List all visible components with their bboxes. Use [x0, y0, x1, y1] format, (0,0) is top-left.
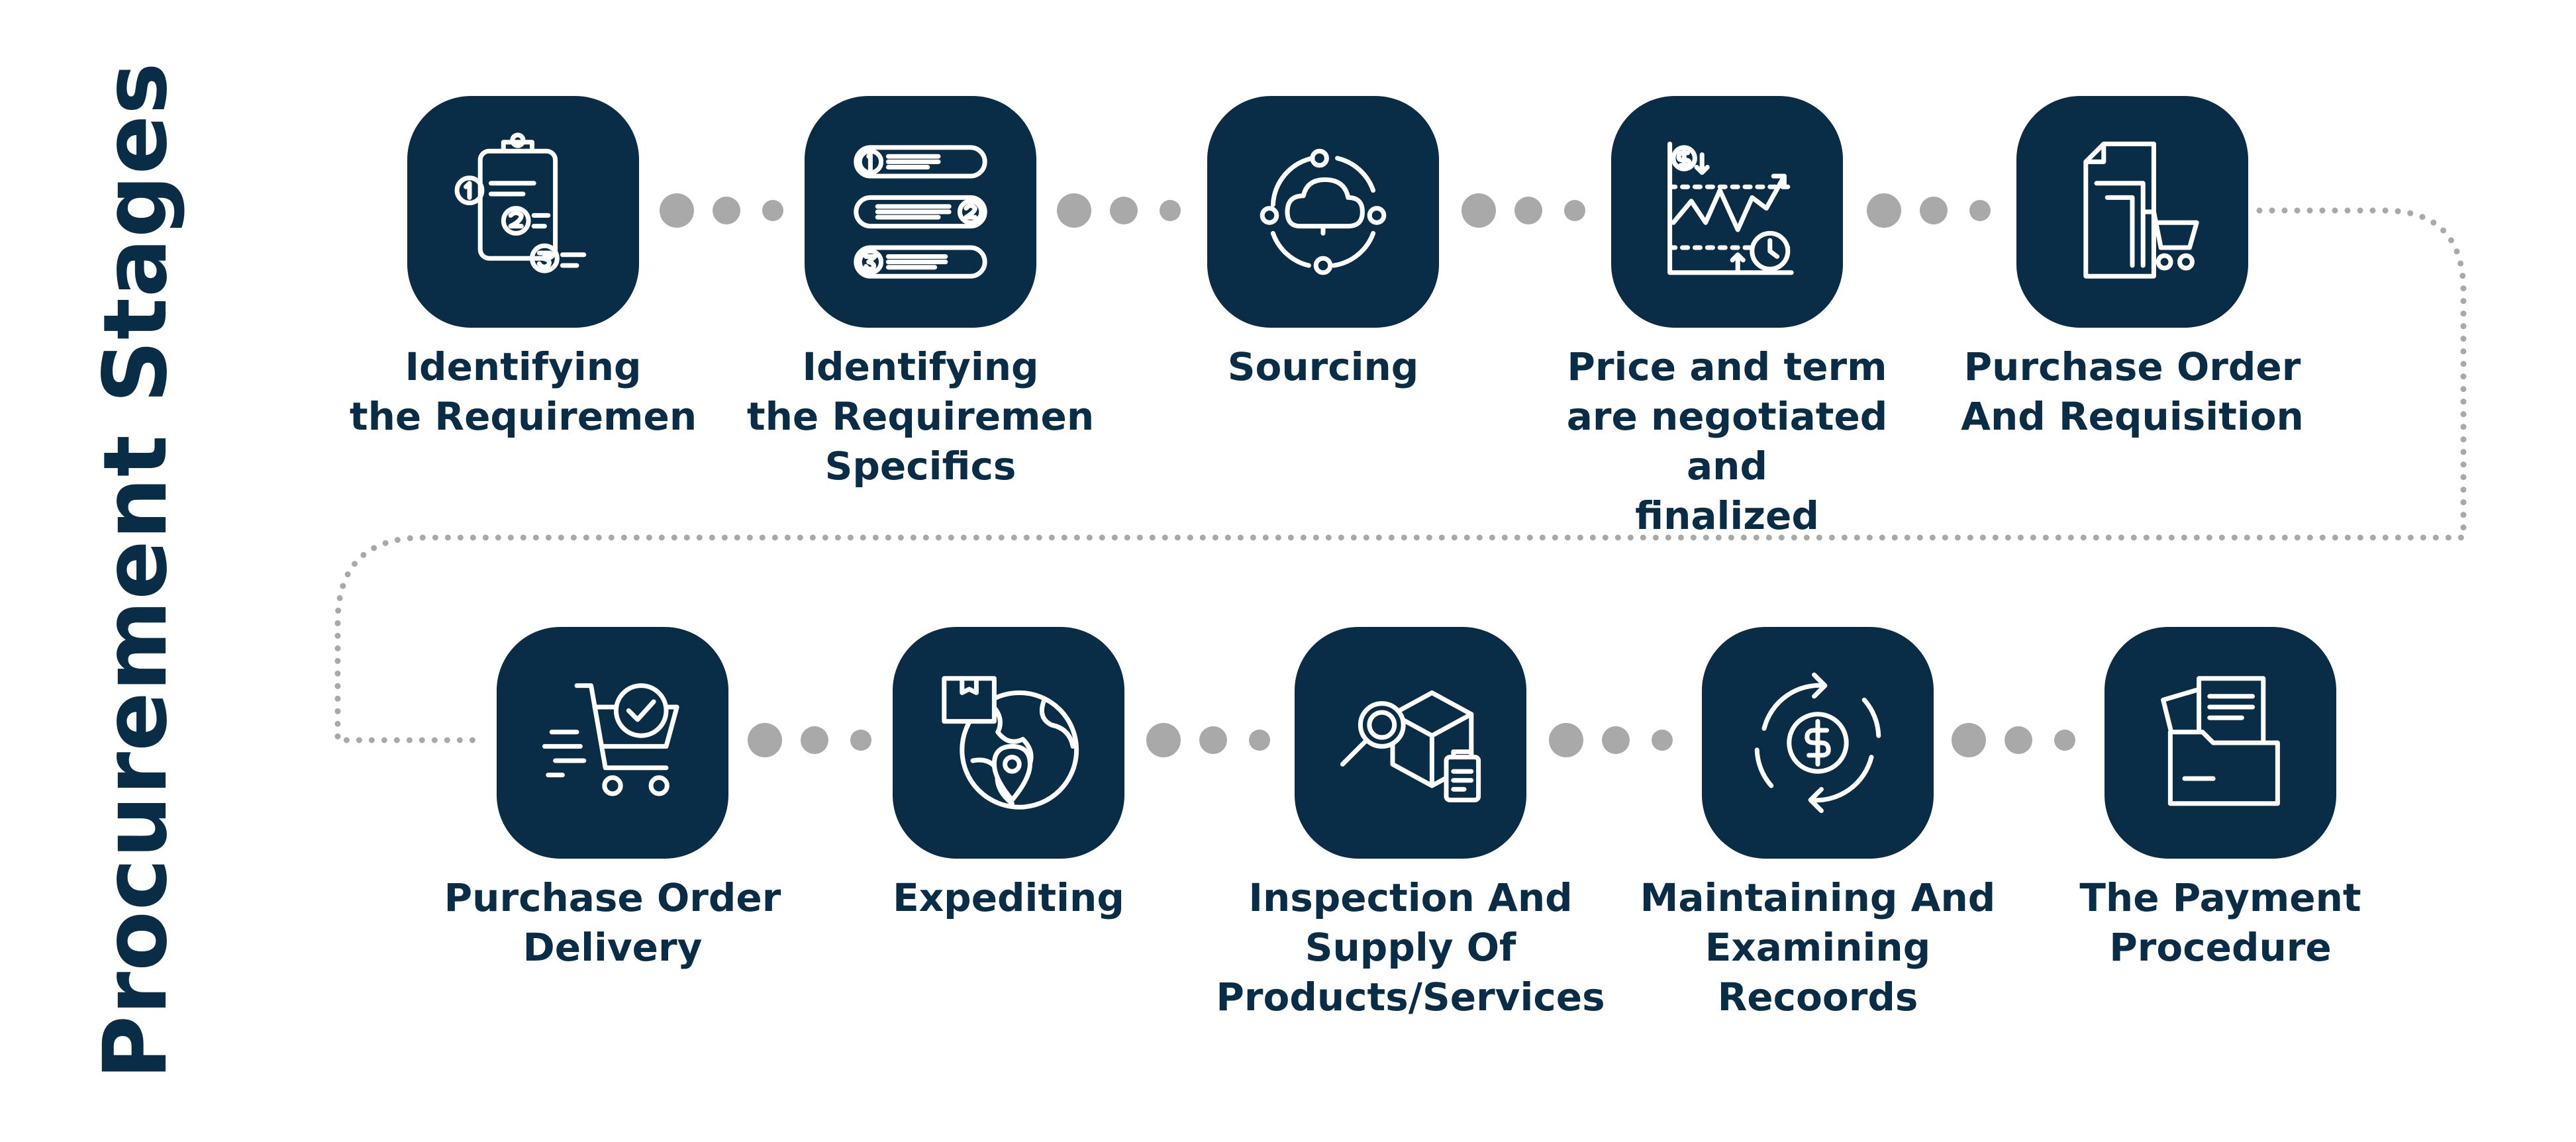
stage-icon-box [2016, 96, 2248, 328]
stage-label: Inspection And Supply Of Products/Servic… [1216, 875, 1605, 1020]
stage-icon-box [1207, 96, 1439, 328]
connector-dot [1249, 730, 1270, 751]
stage-5: Purchase Order And Requisition [1934, 96, 2331, 442]
stage-icon-box [497, 627, 728, 859]
connector-dot [762, 200, 783, 221]
connector-dot [1564, 200, 1585, 221]
globe-package-pin-icon [942, 676, 1079, 810]
dollar-cycle-icon [1754, 672, 1881, 814]
cloud-network-icon [1260, 148, 1387, 275]
connector-dot [1057, 193, 1091, 228]
stage-7: Expediting [810, 627, 1207, 923]
stage-label: Expediting [893, 875, 1124, 920]
connector-dot [2054, 730, 2075, 751]
stage-label: Purchase Order And Requisition [1961, 344, 2304, 439]
stage-icon-box [805, 96, 1036, 328]
stage-3: Sourcing [1124, 96, 1522, 392]
page-title: Procurement Stages [85, 62, 187, 1080]
cart-check-icon [542, 683, 679, 796]
stage-8: Inspection And Supply Of Products/Servic… [1212, 627, 1609, 1022]
stage-6: Purchase Order Delivery [414, 627, 811, 973]
stage-9: Maintaining And Examining Recoords [1619, 627, 2016, 1022]
clipboard-checklist-icon [454, 132, 587, 273]
document-cart-icon [2083, 141, 2199, 279]
price-chart-icon [1667, 141, 1794, 275]
connector-dot [1146, 723, 1181, 757]
connector-dot [748, 723, 782, 757]
stage-label: Maintaining And Examining Recoords [1640, 875, 1996, 1020]
stage-label: Purchase Order Delivery [444, 875, 781, 970]
connector-dot [1110, 197, 1138, 224]
stage-2: Identifying the Requiremen Specifics [722, 96, 1119, 491]
connector-dot [1514, 197, 1542, 224]
stage-label: Identifying the Requiremen [349, 344, 697, 439]
connector-dot [850, 730, 871, 751]
folder-documents-icon [2161, 676, 2280, 806]
stage-label: Price and term are negotiated and finali… [1566, 344, 1888, 538]
stage-icon-box [1295, 627, 1526, 859]
connector-dot [801, 726, 828, 754]
stage-icon-box [893, 627, 1124, 859]
connector-dot [660, 193, 694, 228]
stage-icon-box [2105, 627, 2336, 859]
connector-dot [1952, 723, 1986, 757]
stage-icon-box [1611, 96, 1843, 328]
dotted-flow-path [334, 207, 2467, 743]
connector-dot [1602, 726, 1630, 754]
connector-dot [1920, 197, 1948, 224]
connector-dot [1652, 730, 1673, 751]
stage-4: Price and term are negotiated and finali… [1528, 96, 1926, 541]
stage-label: Sourcing [1227, 344, 1419, 389]
stage-10: The Payment Procedure [2022, 627, 2419, 973]
numbered-list-icon [854, 145, 987, 279]
stage-label: Identifying the Requiremen Specifics [746, 344, 1095, 489]
inspection-box-icon [1340, 690, 1481, 802]
connector-dot [1461, 193, 1496, 228]
stage-1: Identifying the Requiremen [324, 96, 722, 442]
connector-dot [1549, 723, 1583, 757]
connector-dot [2005, 726, 2032, 754]
connector-dot [1867, 193, 1901, 228]
stage-label: The Payment Procedure [2079, 875, 2361, 970]
connector-dot [1160, 200, 1181, 221]
connector-dot [1199, 726, 1227, 754]
stage-icon-box [1702, 627, 1934, 859]
connector-dot [713, 197, 740, 224]
stage-icon-box [407, 96, 639, 328]
connector-dot [1969, 200, 1991, 221]
